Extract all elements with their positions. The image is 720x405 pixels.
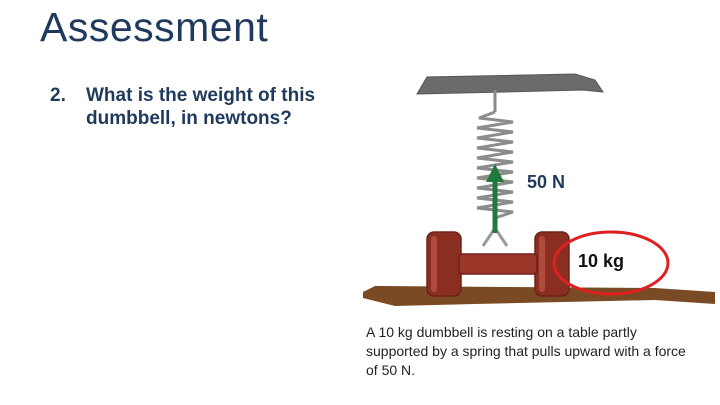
force-label: 50 N bbox=[527, 172, 566, 192]
spring-dumbbell-diagram bbox=[363, 73, 715, 306]
question-text: What is the weight of this dumbbell, in … bbox=[86, 85, 316, 129]
mass-label: 10 kg bbox=[578, 251, 625, 271]
force-arrow-head bbox=[486, 164, 504, 182]
caption: A 10 kg dumbbell is resting on a table p… bbox=[366, 324, 686, 378]
ceiling bbox=[416, 73, 605, 95]
dumbbell bbox=[426, 231, 570, 297]
highlight-circle bbox=[552, 230, 670, 296]
question-number: 2. bbox=[50, 85, 66, 106]
slide-title: Assessment bbox=[40, 4, 269, 50]
